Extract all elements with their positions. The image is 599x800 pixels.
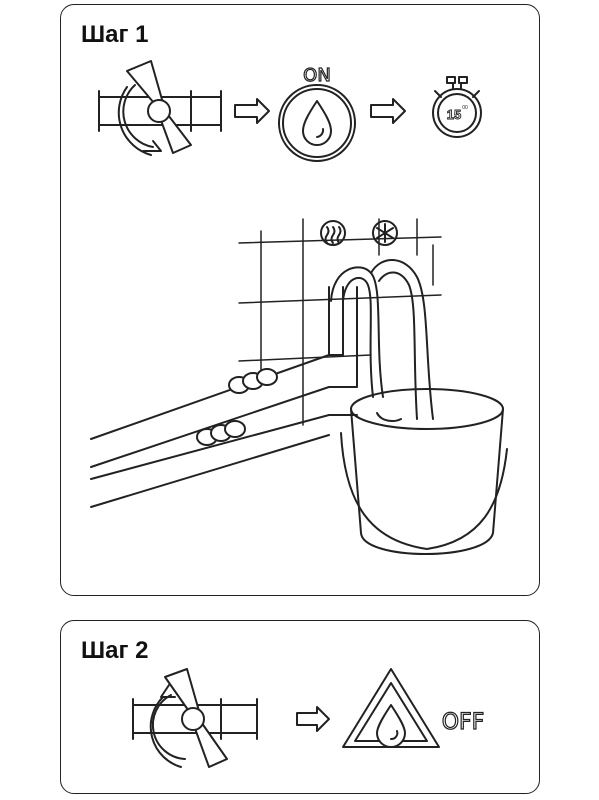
cold-water-symbol-icon — [373, 221, 397, 245]
valve-open-icon — [99, 61, 221, 155]
on-label: ON — [303, 65, 331, 86]
bucket — [341, 389, 507, 554]
step1-illustration: ON 15 00 — [61, 5, 541, 597]
water-off-icon — [343, 669, 439, 747]
off-label: OFF — [442, 710, 485, 735]
arrow-right-icon-3 — [297, 707, 329, 731]
water-pipes — [91, 287, 357, 507]
cold-water-tap — [371, 260, 433, 419]
step2-illustration: OFF — [61, 621, 541, 795]
pipe-valve-lower — [197, 421, 245, 445]
timer-value: 15 — [447, 107, 461, 122]
valve-closed-icon — [133, 669, 257, 767]
water-on-icon — [279, 85, 355, 161]
step1-panel: Шаг 1 — [60, 4, 540, 596]
arrow-right-icon-2 — [371, 99, 405, 123]
wall-tiles — [239, 219, 441, 425]
hot-water-symbol-icon — [321, 221, 345, 245]
arrow-right-icon — [235, 99, 269, 123]
pipe-valve-upper — [229, 369, 277, 393]
step2-panel: Шаг 2 — [60, 620, 540, 794]
timer-unit: 00 — [462, 105, 468, 111]
